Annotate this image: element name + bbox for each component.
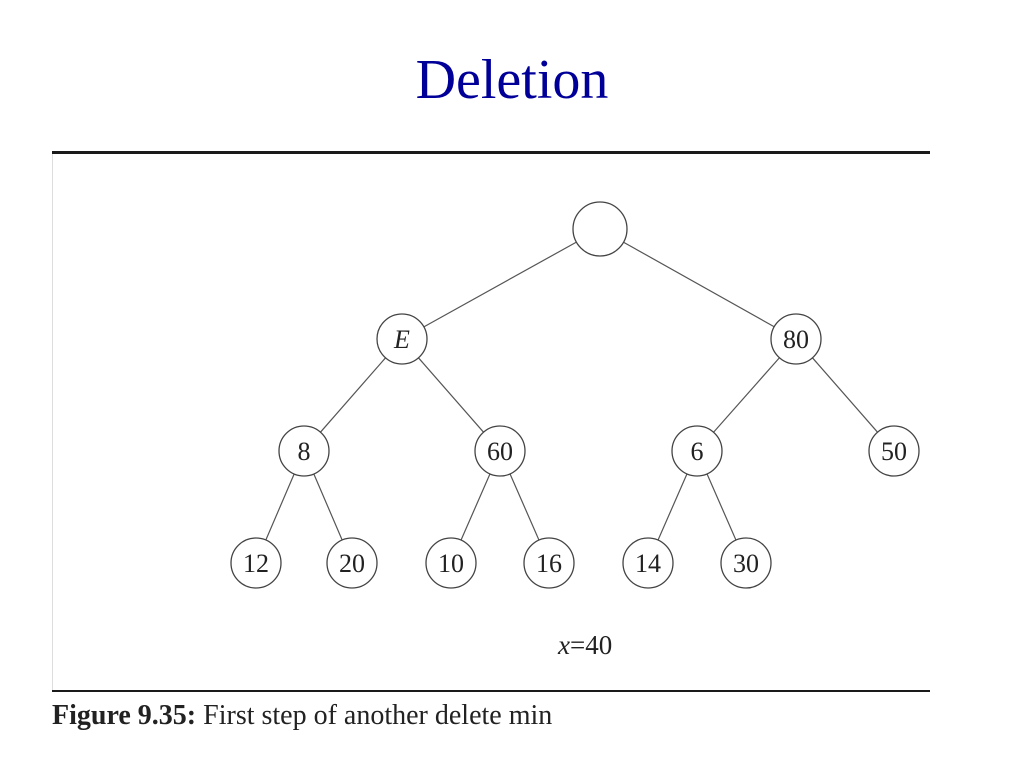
- tree-node-n12: 30: [720, 537, 772, 589]
- tree-node-label: 10: [438, 549, 464, 578]
- tree-node-circle: [474, 425, 526, 477]
- tree-node-label: 16: [536, 549, 562, 578]
- tree-node-n6: 50: [868, 425, 920, 477]
- tree-node-circle: [376, 313, 428, 365]
- tree-node-n3: 8: [278, 425, 330, 477]
- tree-node-n1: E: [376, 313, 428, 365]
- tree-node-n8: 20: [326, 537, 378, 589]
- tree-node-circle: [868, 425, 920, 477]
- tree-node-root: [572, 201, 628, 257]
- tree-edge-n5-n12: [706, 473, 737, 541]
- tree-node-n2: 80: [770, 313, 822, 365]
- tree-node-n10: 16: [523, 537, 575, 589]
- tree-node-label: 60: [487, 437, 513, 466]
- tree-edge-n2-n6: [812, 357, 878, 433]
- tree-node-circle: [523, 537, 575, 589]
- tree-node-circle: [278, 425, 330, 477]
- tree-node-label: 50: [881, 437, 907, 466]
- slide-title: Deletion: [415, 49, 609, 111]
- top-rule: [52, 151, 930, 154]
- figure-caption: Figure 9.35: First step of another delet…: [52, 700, 552, 732]
- variable-assignment: x=40: [558, 630, 612, 661]
- tree-edge-n4-n10: [509, 473, 540, 541]
- tree-node-n4: 60: [474, 425, 526, 477]
- tree-edge-n4-n9: [460, 473, 491, 541]
- tree-node-n11: 14: [622, 537, 674, 589]
- tree-nodes: E 80 8 60 6 50 12 20 10 16 14 30: [230, 201, 920, 589]
- tree-edge-n3-n7: [265, 473, 295, 541]
- tree-node-n7: 12: [230, 537, 282, 589]
- tree-node-label: E: [393, 325, 410, 354]
- tree-edge-n1-n3: [320, 357, 386, 433]
- tree-node-n9: 10: [425, 537, 477, 589]
- tree-node-circle: [425, 537, 477, 589]
- tree-node-n5: 6: [671, 425, 723, 477]
- figure-left-edge: [52, 154, 53, 690]
- tree-edge-n2-n5: [713, 357, 780, 433]
- variable-name: x: [558, 630, 570, 660]
- caption-text: First step of another delete min: [196, 700, 553, 731]
- variable-operator: =: [569, 630, 586, 660]
- tree-node-circle: [326, 537, 378, 589]
- tree-node-label: 80: [783, 325, 809, 354]
- tree-edge-n1-n4: [418, 357, 484, 433]
- tree-edge-n5-n11: [657, 473, 688, 541]
- tree-node-label: 6: [691, 437, 704, 466]
- bottom-rule: [52, 690, 930, 692]
- tree-node-circle: [770, 313, 822, 365]
- tree-node-label: 8: [298, 437, 311, 466]
- tree-node-circle: [622, 537, 674, 589]
- tree-node-label: 12: [243, 549, 269, 578]
- tree-node-circle: [230, 537, 282, 589]
- variable-value: 40: [585, 630, 613, 660]
- tree-edge-n3-n8: [313, 473, 343, 541]
- tree-node-label: 20: [339, 549, 365, 578]
- tree-edge-root-n1: [423, 241, 577, 328]
- tree-edges: [265, 241, 878, 541]
- tree-edge-root-n2: [623, 241, 775, 328]
- tree-node-label: 14: [635, 549, 661, 578]
- caption-label: Figure 9.35:: [52, 700, 197, 731]
- tree-node-circle: [720, 537, 772, 589]
- tree-node-circle: [671, 425, 723, 477]
- tree-node-label: 30: [733, 549, 759, 578]
- tree-node-circle: [572, 201, 628, 257]
